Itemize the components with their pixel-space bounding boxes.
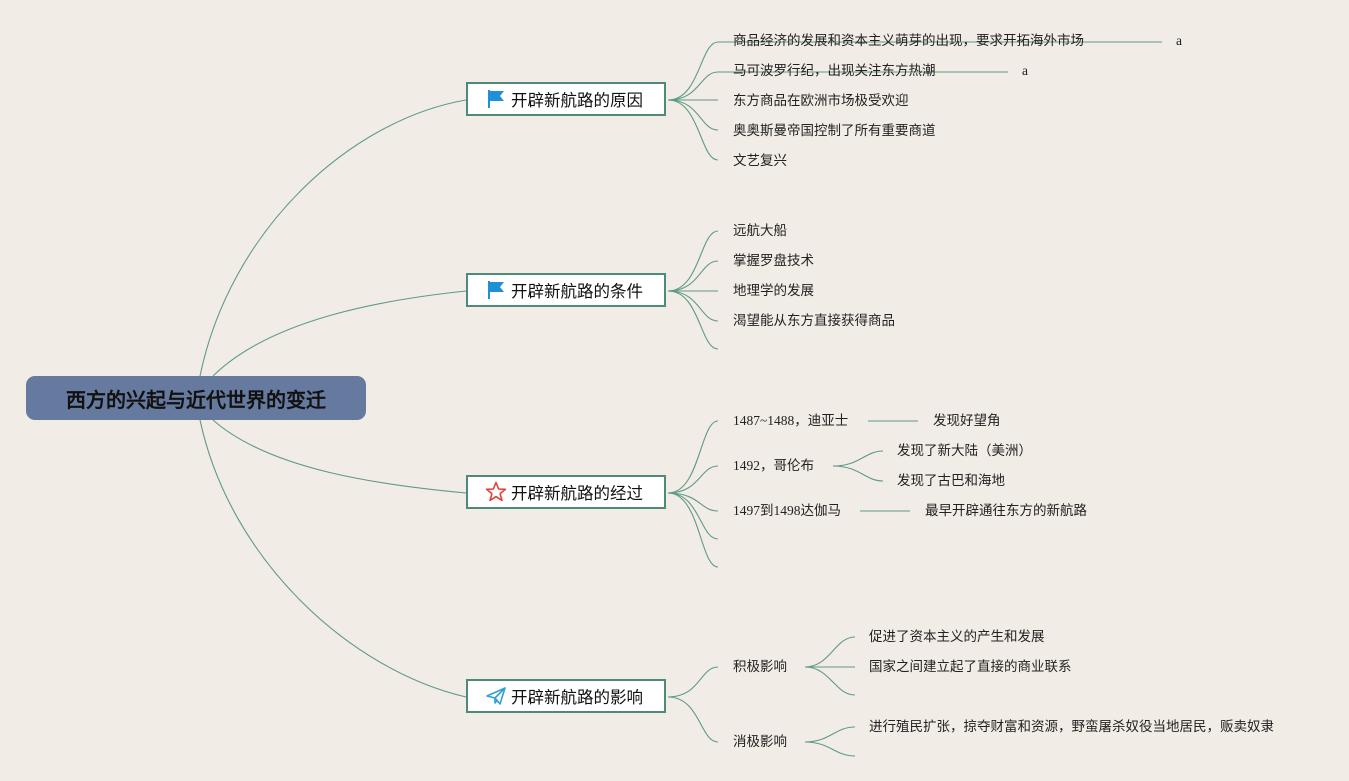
leaf-item[interactable]: 1487~1488，迪亚士 bbox=[733, 413, 848, 429]
leaf-item[interactable]: 奥奥斯曼帝国控制了所有重要商道 bbox=[733, 123, 936, 139]
leaf-item[interactable]: 地理学的发展 bbox=[733, 283, 814, 299]
leaf-item[interactable]: 1497到1498达伽马 bbox=[733, 503, 841, 519]
topic-impact[interactable]: 开辟新航路的影响 bbox=[466, 679, 666, 713]
topic-conditions[interactable]: 开辟新航路的条件 bbox=[466, 273, 666, 307]
leaf-item[interactable]: 远航大船 bbox=[733, 223, 787, 239]
leaf-item[interactable]: 商品经济的发展和资本主义萌芽的出现，要求开拓海外市场 bbox=[733, 33, 1084, 49]
leaf-item[interactable]: 渴望能从东方直接获得商品 bbox=[733, 313, 895, 329]
leaf-subitem[interactable]: 发现了新大陆（美洲） bbox=[897, 443, 1032, 459]
root-topic-label: 西方的兴起与近代世界的变迁 bbox=[66, 387, 326, 412]
leaf-subitem[interactable]: 发现了古巴和海地 bbox=[897, 473, 1005, 489]
topic-label: 开辟新航路的经过 bbox=[511, 484, 643, 503]
leaf-item-text: 1487~1488，迪亚士 bbox=[733, 413, 849, 428]
leaf-item[interactable]: 马可波罗行纪，出现关注东方热潮 bbox=[733, 63, 936, 79]
leaf-item[interactable]: 积极影响 bbox=[733, 659, 787, 675]
leaf-item[interactable]: 1492，哥伦布 bbox=[733, 458, 814, 474]
leaf-note[interactable]: a bbox=[1176, 33, 1182, 48]
topic-causes[interactable]: 开辟新航路的原因 bbox=[466, 82, 666, 116]
leaf-item[interactable]: 东方商品在欧洲市场极受欢迎 bbox=[733, 93, 909, 109]
paper-plane-icon bbox=[486, 687, 506, 705]
blue-flag-icon bbox=[488, 281, 504, 299]
topic-label: 开辟新航路的原因 bbox=[511, 91, 643, 110]
topic-label: 开辟新航路的条件 bbox=[511, 282, 643, 301]
leaf-subitem[interactable]: 促进了资本主义的产生和发展 bbox=[869, 629, 1045, 645]
topic-label: 开辟新航路的影响 bbox=[511, 688, 643, 707]
leaf-subitem[interactable]: 最早开辟通往东方的新航路 bbox=[925, 503, 1087, 519]
leaf-subitem[interactable]: 国家之间建立起了直接的商业联系 bbox=[869, 659, 1072, 675]
leaf-subitem[interactable]: 进行殖民扩张，掠夺财富和资源，野蛮屠杀奴役当地居民，贩卖奴隶 bbox=[869, 719, 1274, 735]
leaf-item[interactable]: 消极影响 bbox=[733, 734, 787, 750]
leaf-note[interactable]: a bbox=[1022, 63, 1028, 78]
leaf-item-text: 1497到1498达伽马 bbox=[733, 503, 841, 518]
root-topic[interactable]: 西方的兴起与近代世界的变迁 bbox=[26, 376, 366, 420]
blue-flag-icon bbox=[488, 90, 504, 108]
topic-process[interactable]: 开辟新航路的经过 bbox=[466, 475, 666, 509]
leaf-item[interactable]: 文艺复兴 bbox=[733, 153, 787, 169]
leaf-subitem[interactable]: 发现好望角 bbox=[933, 413, 1001, 429]
red-star-icon bbox=[485, 481, 507, 502]
leaf-item-text: 1492，哥伦布 bbox=[733, 458, 814, 473]
leaf-item[interactable]: 掌握罗盘技术 bbox=[733, 253, 814, 269]
